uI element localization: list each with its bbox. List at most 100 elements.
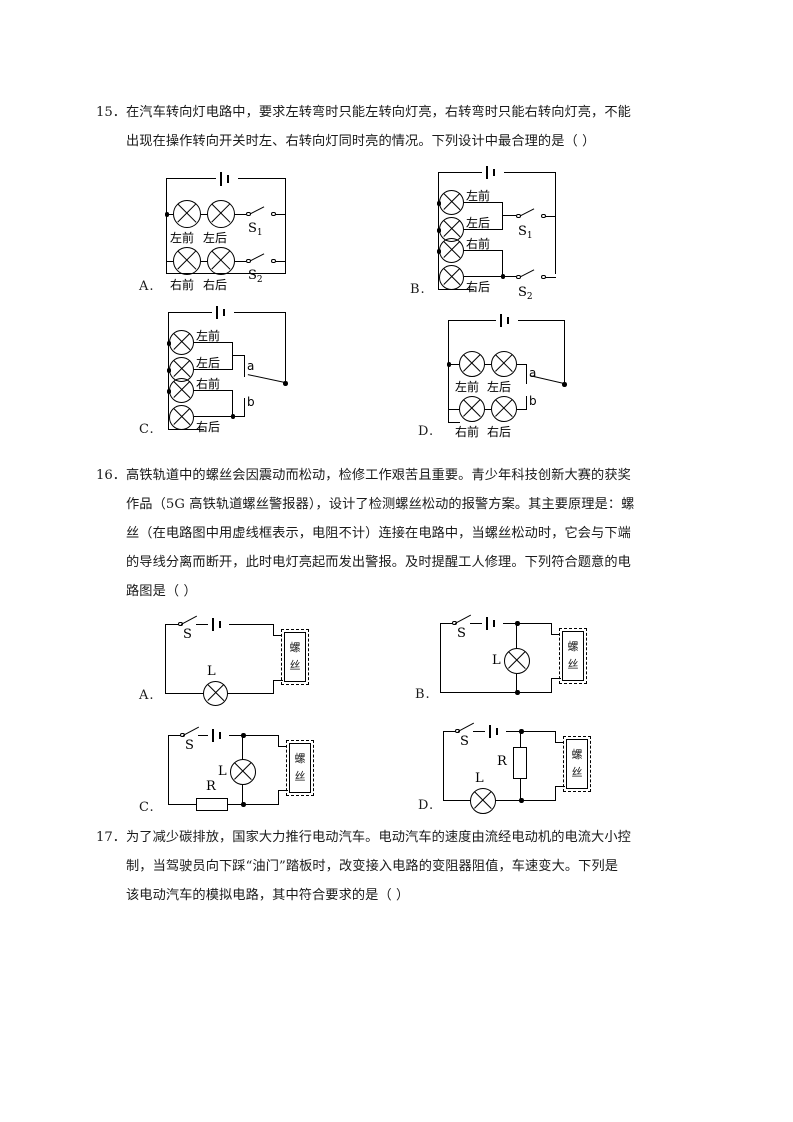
wire: [551, 634, 561, 636]
lamp-right-rear: [439, 265, 464, 290]
switch-hinge: [516, 213, 521, 219]
battery-symbol: [216, 172, 238, 186]
switch-blade: [454, 614, 472, 625]
lamp-left-rear-label: 左后: [203, 231, 228, 245]
lamp-right-rear: [169, 405, 194, 430]
question-16-number: 16．: [96, 468, 126, 483]
q15-option-a-diagram: S1 左前 左后 S2 右前 右后: [152, 172, 287, 294]
switch-s[interactable]: [452, 614, 482, 631]
q16-option-c-diagram: S 螺 丝 L R: [168, 726, 323, 811]
battery-long-plate: [212, 729, 214, 742]
wire: [545, 276, 556, 279]
wire: [504, 172, 556, 174]
battery-symbol: [208, 618, 230, 631]
junction-node-bottom: [515, 690, 520, 695]
switch-blade: [518, 208, 535, 218]
wire-to-contact-b: [526, 396, 528, 410]
wire: [551, 678, 561, 680]
wire: [166, 178, 168, 274]
battery-short-plate: [493, 169, 495, 176]
wire: [196, 624, 208, 626]
switch-blade: [248, 206, 265, 216]
lamp-right-front-label: 右前: [455, 425, 480, 439]
wire: [502, 215, 516, 217]
wire: [238, 178, 286, 180]
wire: [273, 635, 283, 637]
lamp-left-front: [439, 190, 464, 215]
lamp-right-front-label: 右前: [196, 377, 221, 391]
wire: [438, 289, 474, 291]
wire: [555, 786, 565, 788]
screw-label-char-2: 丝: [571, 766, 583, 779]
battery-symbol: [212, 306, 234, 319]
wire: [448, 422, 460, 424]
wire: [555, 742, 565, 744]
q15-option-c-label: C.: [139, 422, 155, 437]
lamp-right-front: [169, 378, 194, 403]
wire: [551, 678, 553, 693]
wire: [555, 172, 557, 274]
screw-label-char-2: 丝: [567, 658, 579, 671]
wire: [232, 355, 245, 357]
wire: [443, 731, 456, 733]
wire: [227, 693, 274, 695]
question-15-number: 15．: [96, 105, 126, 120]
q16-option-a-diagram: S 螺 丝 L: [165, 615, 320, 706]
contact-a-label: a: [529, 366, 537, 380]
wire: [229, 624, 274, 626]
wire: [502, 276, 516, 278]
wire: [168, 804, 197, 806]
question-15-line-1: 在汽车转向灯电路中，要求左转弯时只能左转向灯亮，右转弯时只能右转向灯亮，不能: [126, 105, 631, 120]
battery-symbol: [482, 166, 504, 179]
switch-s[interactable]: [455, 722, 485, 739]
lamp-left-front: [169, 330, 194, 355]
wire: [440, 692, 552, 694]
battery-short-plate: [227, 175, 229, 183]
lamp-l: [230, 759, 256, 785]
battery-symbol: [482, 617, 504, 630]
q15-option-b-diagram: 左前 左后 S1 右前 右后: [427, 166, 577, 302]
wire: [194, 369, 233, 371]
wire: [495, 800, 556, 802]
changeover-switch-blade[interactable]: [247, 374, 286, 384]
switch-s2[interactable]: [516, 269, 558, 285]
wire: [229, 735, 279, 737]
switch-s[interactable]: [180, 726, 210, 743]
battery-long-plate: [220, 172, 222, 186]
wire: [464, 202, 503, 204]
wire: [502, 250, 504, 276]
wire: [520, 731, 522, 748]
wire: [165, 693, 204, 695]
wire: [278, 735, 280, 747]
wire: [168, 312, 212, 314]
lamp-left-rear-label: 左后: [196, 356, 221, 370]
wire: [448, 320, 496, 322]
switch-hinge: [246, 258, 251, 264]
wire: [516, 674, 518, 692]
switch-s-label: S: [183, 627, 192, 642]
wire: [168, 429, 204, 431]
switch-s[interactable]: [178, 615, 208, 632]
wire: [275, 260, 286, 263]
switch-s2[interactable]: [246, 253, 286, 269]
wire: [168, 735, 170, 805]
question-16: 16． 高铁轨道中的螺丝会因震动而松动，检修工作艰苦且重要。青少年科技创新大赛的…: [96, 461, 696, 606]
wire: [285, 312, 287, 385]
wire: [464, 250, 503, 252]
wire: [485, 364, 491, 366]
switch-s1[interactable]: [516, 208, 558, 224]
battery-short-plate: [493, 620, 495, 627]
lamp-right-rear: [207, 247, 235, 275]
switch-s1[interactable]: [246, 206, 286, 222]
q16-option-b-diagram: S 螺 丝 L: [440, 614, 595, 701]
wire: [518, 320, 565, 322]
wire: [448, 409, 459, 411]
question-16-line-1: 高铁轨道中的螺丝会因震动而松动，检修工作艰苦且重要。青少年科技创新大赛的获奖: [126, 468, 631, 483]
wire: [194, 342, 233, 344]
q15-option-a-label: A.: [139, 279, 155, 294]
question-15-line-2: 出现在操作转向开关时左、右转向灯同时亮的情况。下列设计中最合理的是（ ）: [126, 134, 596, 149]
switch-s1-label: S1: [248, 221, 263, 238]
question-17: 17． 为了减少碳排放，国家大力推行电动汽车。电动汽车的速度由流经电动机的电流大…: [96, 823, 696, 910]
lamp-right-front: [439, 238, 464, 263]
